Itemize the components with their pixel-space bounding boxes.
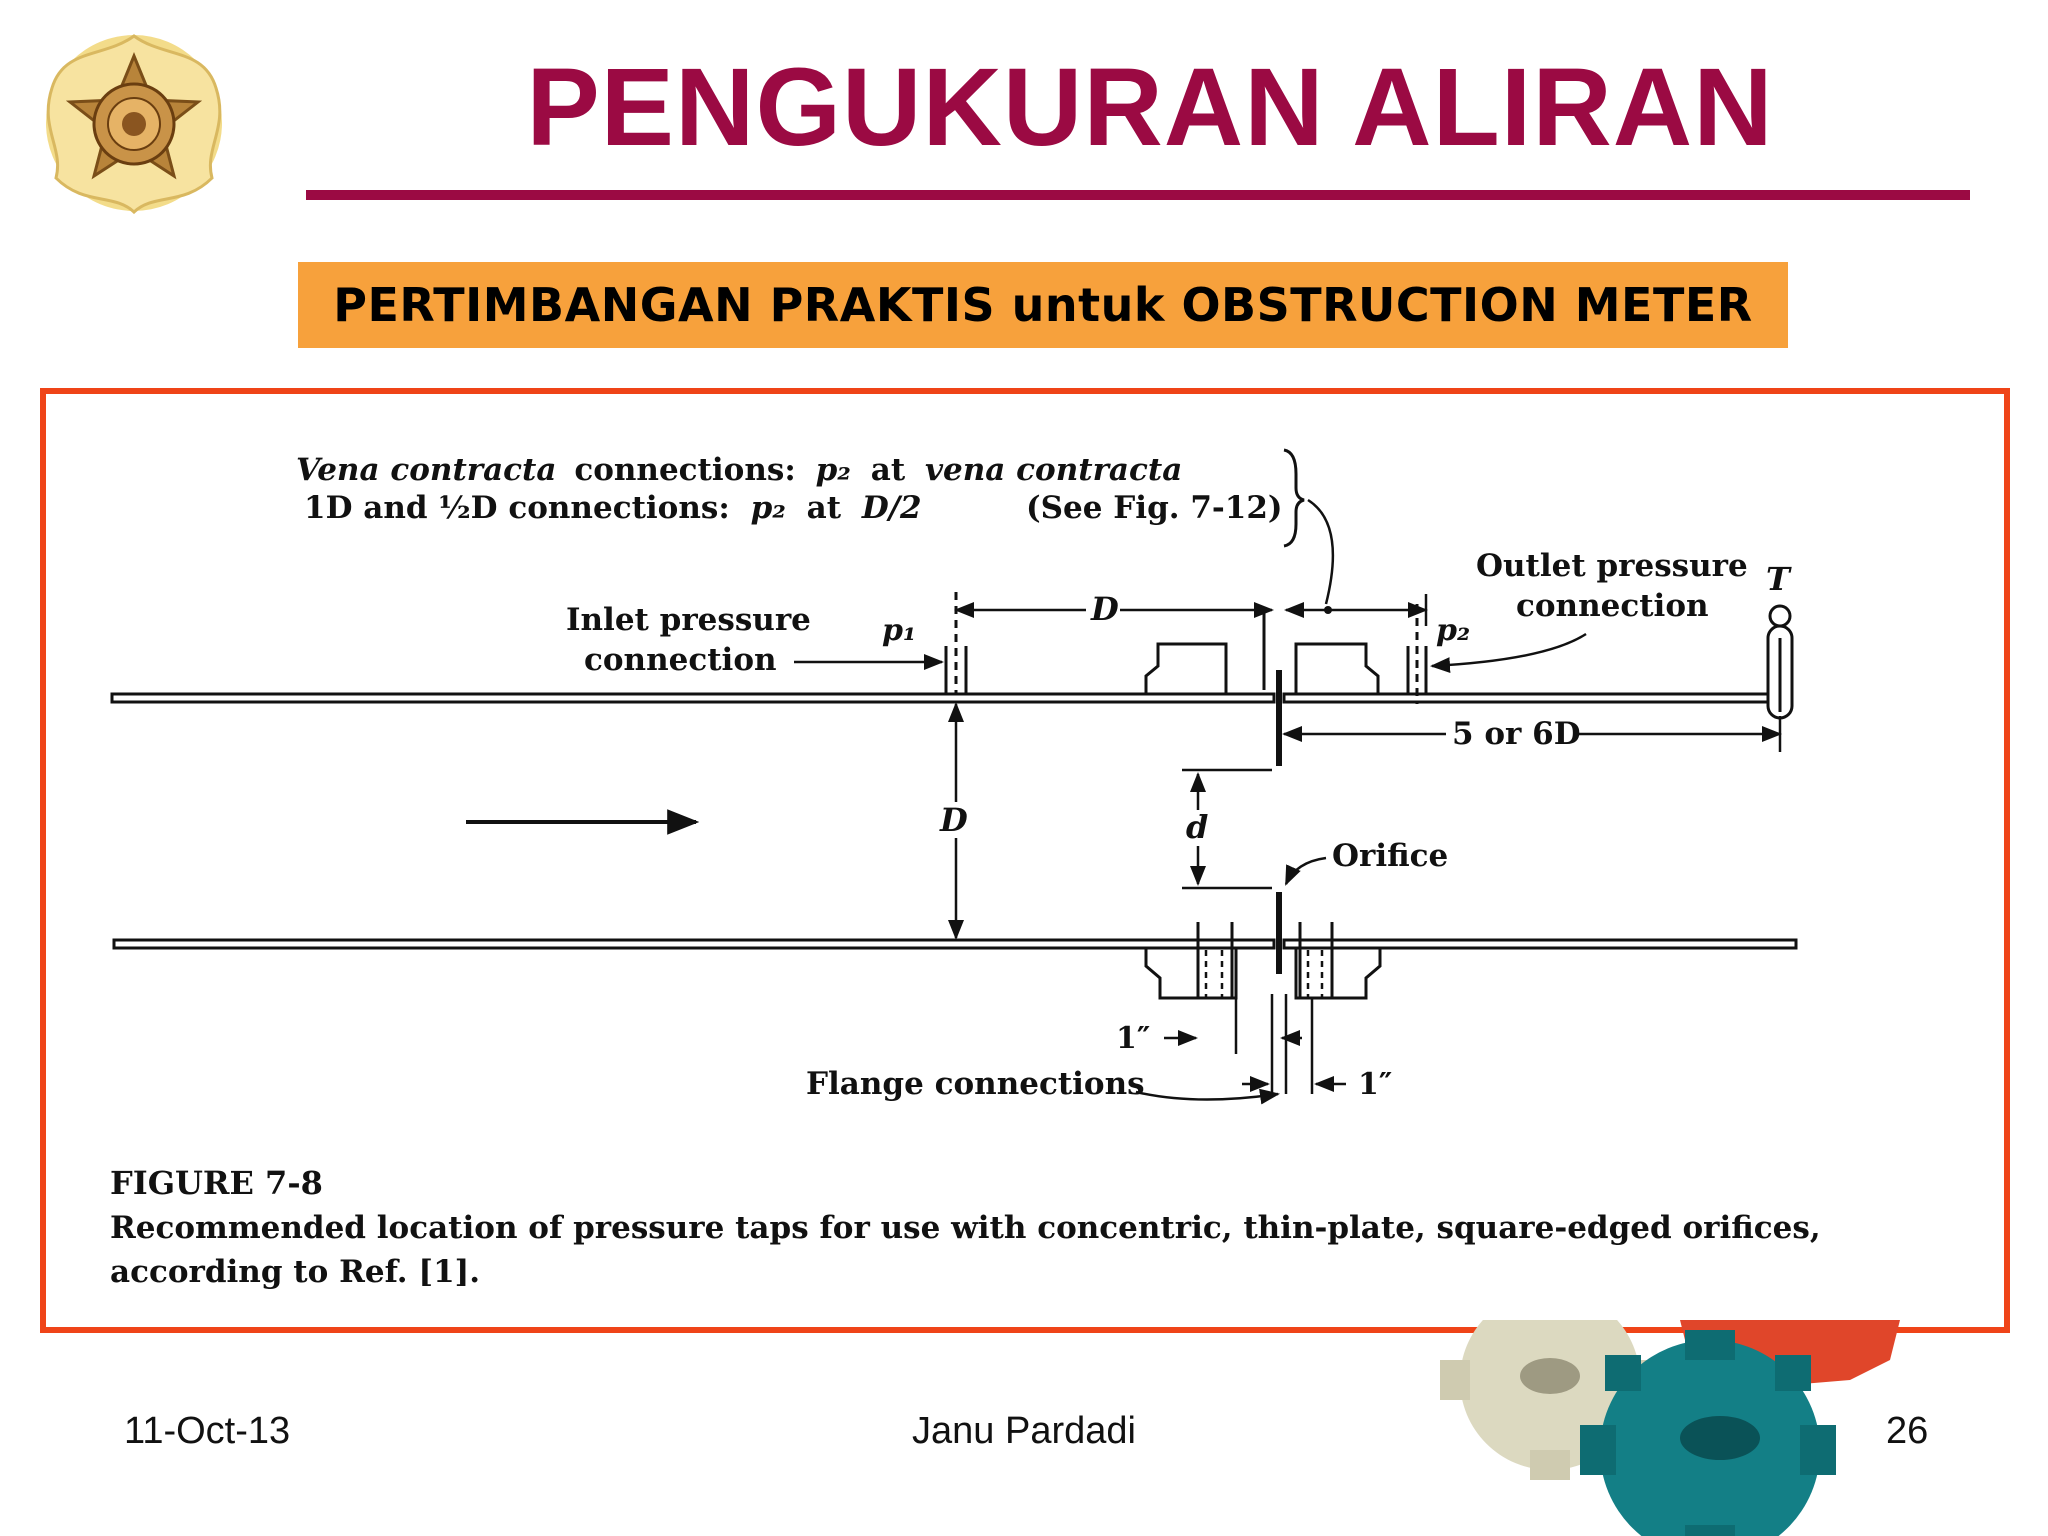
outlet-pressure-tap	[1406, 604, 1428, 704]
university-seal-logo	[46, 34, 222, 215]
lower-flange-left	[1144, 948, 1238, 1000]
outlet-label-line1: Outlet pressure	[1476, 548, 1748, 584]
upper-flange-right	[1294, 642, 1380, 694]
slide-subtitle: PERTIMBANGAN PRAKTIS untuk OBSTRUCTION M…	[298, 262, 1788, 348]
figure-caption-line2: according to Ref. [1].	[110, 1254, 480, 1290]
flange-leader	[1135, 1088, 1280, 1105]
lower-flange-right	[1294, 948, 1382, 1000]
upper-pipe-wall	[110, 692, 1276, 704]
lower-flange-tap-walls	[1196, 922, 1334, 998]
teal-gear	[1580, 1330, 1836, 1536]
vena-contracta-label: Vena contracta	[296, 452, 556, 488]
inlet-pressure-tap	[944, 592, 968, 694]
vena-connections-word: connections:	[574, 452, 795, 488]
slide-title: PENGUKURAN ALIRAN	[526, 46, 1774, 169]
orifice-d-label: d	[1186, 808, 1208, 846]
svg-text:1D and ½D connections: p: 1D and ½D connections: p₂ at D/2	[304, 490, 922, 526]
half-d-d2: D/2	[861, 490, 922, 526]
vena-contracta-end: vena contracta	[925, 452, 1182, 488]
svg-text:Vena contracta connectio: Vena contracta connections: p₂ at vena c…	[296, 452, 1182, 488]
thermometer-icon	[1766, 604, 1794, 720]
five-six-d-label: 5 or 6D	[1452, 716, 1581, 752]
vena-p2: p₂	[816, 452, 851, 488]
vena-at: at	[871, 452, 906, 488]
lower-flange-taps	[1204, 950, 1324, 998]
one-inch-right-label: 1″	[1358, 1067, 1392, 1102]
half-d-connections-label: 1D and ½D connections:	[304, 490, 730, 526]
upper-d-label: D	[1090, 590, 1119, 628]
pipe-d-label: D	[939, 801, 968, 839]
figure-caption-line1: Recommended location of pressure taps fo…	[110, 1210, 1821, 1246]
lower-pipe-wall	[112, 938, 1276, 950]
footer-author: Janu Pardadi	[912, 1410, 1136, 1452]
outlet-label-line2: connection	[1516, 588, 1709, 624]
half-d-p2: p₂	[751, 490, 786, 526]
flange-connections-label: Flange connections	[806, 1066, 1145, 1102]
brace-leader	[1307, 498, 1335, 605]
inlet-label-line1: Inlet pressure	[566, 602, 811, 638]
figure-number: FIGURE 7-8	[110, 1164, 323, 1202]
outlet-leader	[1430, 632, 1587, 674]
annotation-brace	[1283, 448, 1305, 548]
upper-flange-left	[1144, 642, 1228, 694]
inlet-label-line2: connection	[584, 642, 777, 678]
figure-frame: Vena contracta connections: p₂ at vena c…	[40, 388, 2010, 1333]
decorative-gears	[1440, 1320, 1900, 1536]
orifice-leader	[1284, 856, 1327, 886]
p2-label: p₂	[1436, 613, 1470, 648]
one-inch-left-label: 1″	[1116, 1021, 1150, 1056]
p1-label: p₁	[882, 613, 916, 648]
orifice-pressure-tap-diagram: Vena contracta connections: p₂ at vena c…	[110, 448, 1821, 1290]
thermometer-label: T	[1766, 560, 1792, 598]
orifice-label: Orifice	[1332, 838, 1448, 874]
footer-date: 11-Oct-13	[124, 1410, 291, 1452]
see-fig-label: (See Fig. 7-12)	[1026, 490, 1283, 526]
half-d-at: at	[807, 490, 842, 526]
upper-pipe-wall-downstream	[1282, 692, 1786, 704]
title-divider	[306, 190, 1970, 200]
footer-page-number: 26	[1886, 1410, 1929, 1452]
lower-pipe-wall-downstream	[1282, 938, 1798, 950]
